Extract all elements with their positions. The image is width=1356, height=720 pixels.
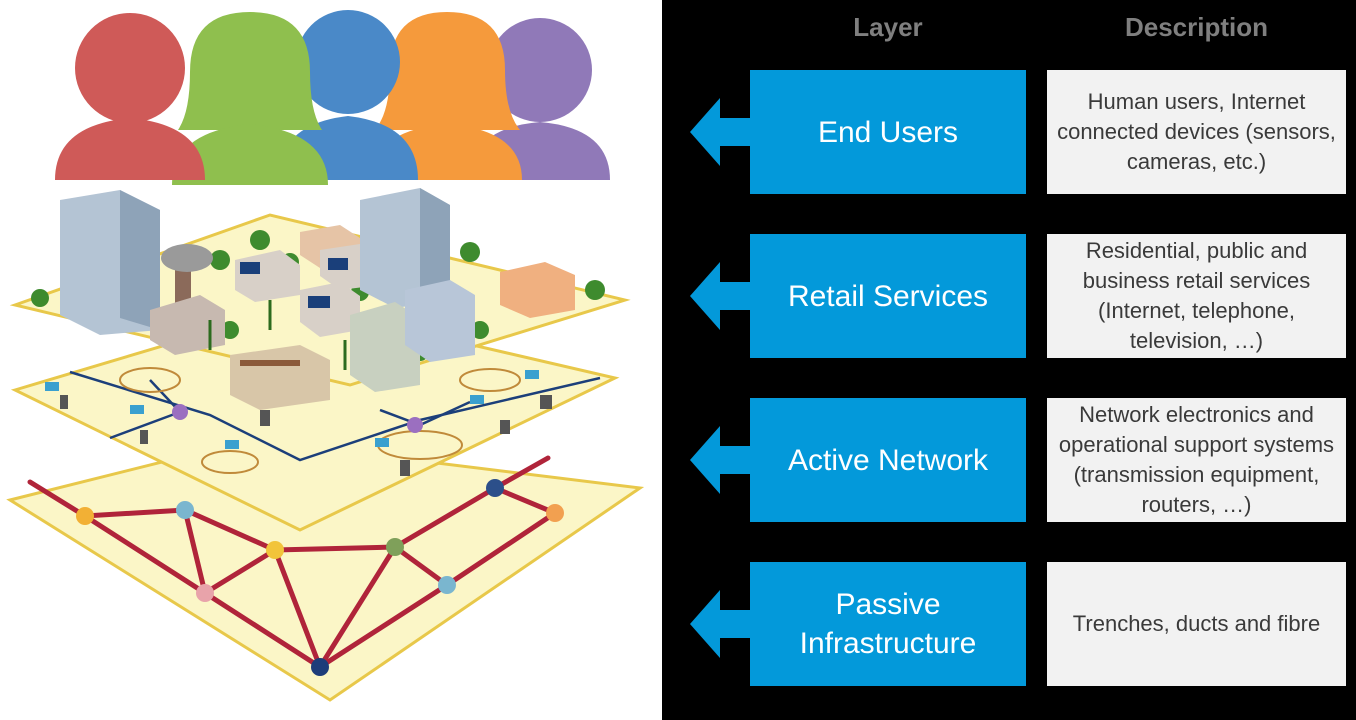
layer-row-active-network: Active Network Network electronics and o… [662, 398, 1356, 522]
network-layers-illustration [0, 0, 662, 720]
layers-table: Layer Description End Users Human users,… [662, 0, 1356, 720]
layer-row-passive-infrastructure: Passive Infrastructure Trenches, ducts a… [662, 562, 1356, 686]
user-silhouette-red-icon [55, 13, 205, 180]
layer-description: Residential, public and business retail … [1047, 234, 1346, 358]
left-arrow-icon [690, 98, 752, 166]
layer-name: Retail Services [750, 234, 1026, 358]
layer-description: Human users, Internet connected devices … [1047, 70, 1346, 194]
left-arrow-icon [690, 426, 752, 494]
layered-city-network-graphic [6, 10, 645, 702]
left-arrow-icon [690, 590, 752, 658]
description-column-header: Description [1124, 12, 1269, 42]
layer-name: Passive Infrastructure [750, 562, 1026, 686]
layer-description: Network electronics and operational supp… [1047, 398, 1346, 522]
layer-row-retail-services: Retail Services Residential, public and … [662, 234, 1356, 358]
network-node-icons [76, 479, 564, 676]
layer-row-end-users: End Users Human users, Internet connecte… [662, 70, 1356, 194]
end-users-silhouettes [55, 10, 610, 185]
layer-name: Active Network [750, 398, 1026, 522]
user-silhouette-green-icon [172, 12, 328, 185]
layer-name: End Users [750, 70, 1026, 194]
layer-column-header: Layer [853, 12, 923, 42]
retail-services-city-plane [9, 188, 631, 410]
active-network-plane [10, 303, 620, 532]
layer-description: Trenches, ducts and fibre [1047, 562, 1346, 686]
left-arrow-icon [690, 262, 752, 330]
passive-infrastructure-plane [6, 438, 645, 702]
